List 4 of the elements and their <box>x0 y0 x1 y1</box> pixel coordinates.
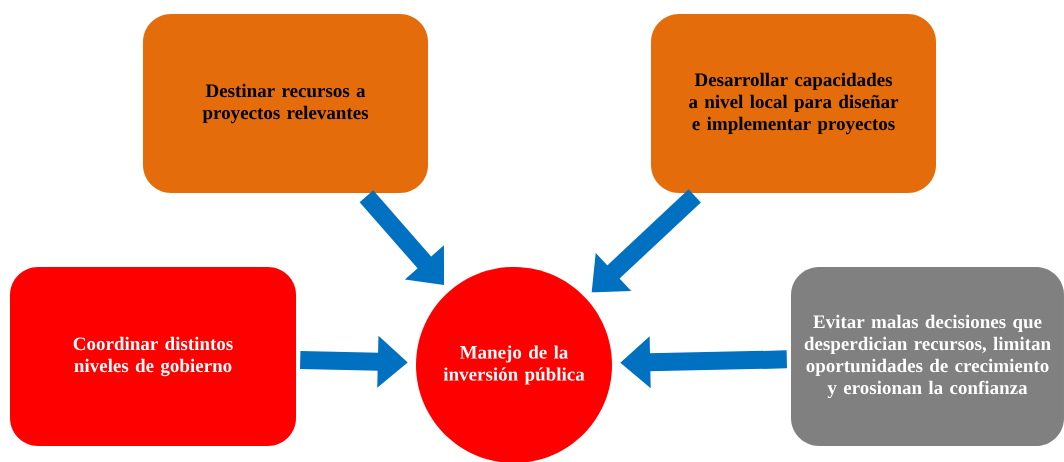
process-box: Destinar recursos a proyectos relevantes <box>143 14 428 193</box>
process-box: Desarrollar capacidades a nivel local para diseñar e implementar proyectos <box>651 14 936 193</box>
process-box: Coordinar distintos niveles de gobierno <box>10 267 296 446</box>
process-box: Evitar malas decisiones que desperdician recursos, limitan oportunidades de crecimiento y erosionan la confianza <box>791 267 1064 446</box>
